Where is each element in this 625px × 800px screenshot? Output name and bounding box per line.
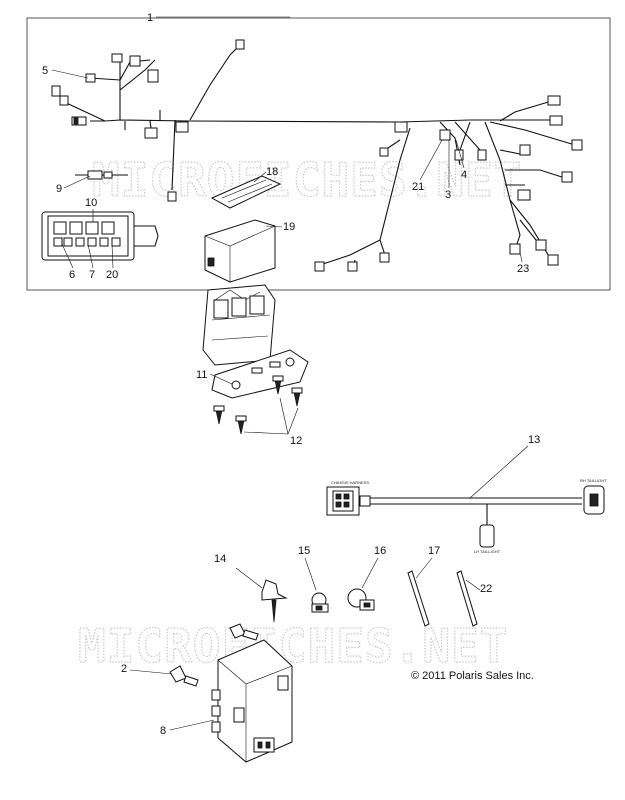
tail-light-harness-icon: CHASSIS HARNESS RH TAILLIGHT LH TAILLIGH… <box>326 478 607 554</box>
callout-14: 14 <box>214 553 226 565</box>
callout-2: 2 <box>121 663 127 675</box>
callout-17: 17 <box>428 545 440 557</box>
inline-fuse-icon <box>75 170 128 180</box>
label-lh-taillight: LH TAILLIGHT <box>474 549 501 554</box>
callout-16: 16 <box>374 545 386 557</box>
copyright-notice: © 2011 Polaris Sales Inc. <box>411 670 534 682</box>
callout-23: 23 <box>517 263 529 275</box>
callout-5: 5 <box>42 65 48 77</box>
p-clamp-icon <box>311 592 329 613</box>
callout-3: 3 <box>445 189 451 201</box>
push-clip-icon <box>235 567 288 623</box>
callout-12: 12 <box>290 435 302 447</box>
p-clamp-icon-2 <box>347 588 375 611</box>
callouts: 5 9 10 6 7 20 18 19 21 3 4 23 11 12 13 1… <box>42 65 540 737</box>
cable-tie-icon <box>407 570 478 627</box>
callout-21: 21 <box>412 181 424 193</box>
main-harness-group <box>26 17 611 291</box>
callout-22: 22 <box>480 583 492 595</box>
relay-cover-icon <box>204 219 276 283</box>
callout-8: 8 <box>160 725 166 737</box>
push-pin-icon <box>169 623 259 687</box>
callout-9: 9 <box>56 183 62 195</box>
label-chassis-harness: CHASSIS HARNESS <box>331 480 369 485</box>
label-rh-taillight: RH TAILLIGHT <box>580 478 607 483</box>
callout-1: 1 <box>147 12 153 24</box>
callout-18: 18 <box>266 166 278 178</box>
callout-13: 13 <box>528 434 540 446</box>
callout-6: 6 <box>69 269 75 281</box>
ecu-module-icon <box>211 639 293 763</box>
callout-15: 15 <box>298 545 310 557</box>
callout-10: 10 <box>85 197 97 209</box>
callout-19: 19 <box>283 221 295 233</box>
callout-11: 11 <box>196 369 207 381</box>
callout-7: 7 <box>89 269 95 281</box>
fuse-box-icon <box>41 211 159 261</box>
fuse-label-icon <box>210 175 282 209</box>
callout-4: 4 <box>461 169 467 181</box>
watermark-lower: MICROFICHES.NET <box>78 619 508 673</box>
relay-bracket-icon <box>202 284 309 399</box>
screw-icon <box>213 375 303 435</box>
callout-20: 20 <box>106 269 118 281</box>
watermark-upper: MICROFICHES.NET <box>92 153 522 207</box>
wire-harness-icon <box>51 39 583 272</box>
